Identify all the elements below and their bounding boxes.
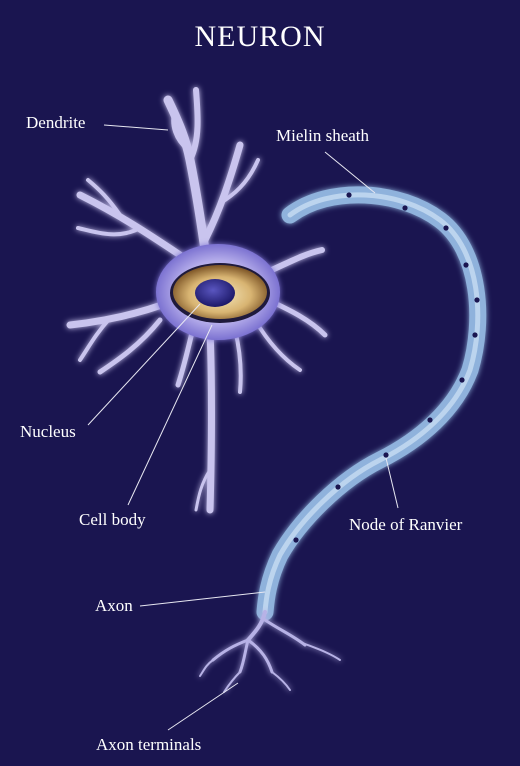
diagram-title: NEURON <box>194 20 326 53</box>
label-dendrite: Dendrite <box>26 113 86 132</box>
label-myelin-sheath: Mielin sheath <box>276 126 370 145</box>
label-axon-terminals: Axon terminals <box>96 735 202 754</box>
label-node-of-ranvier: Node of Ranvier <box>349 515 463 534</box>
axon-shape <box>256 186 487 621</box>
nucleus-shape <box>170 263 270 323</box>
label-nucleus: Nucleus <box>20 422 76 441</box>
ranvier-nodes <box>293 192 480 543</box>
label-cell-body: Cell body <box>79 510 146 529</box>
leader-lines <box>87 124 399 731</box>
label-axon: Axon <box>95 596 133 615</box>
axon-terminals-shape <box>199 610 341 693</box>
